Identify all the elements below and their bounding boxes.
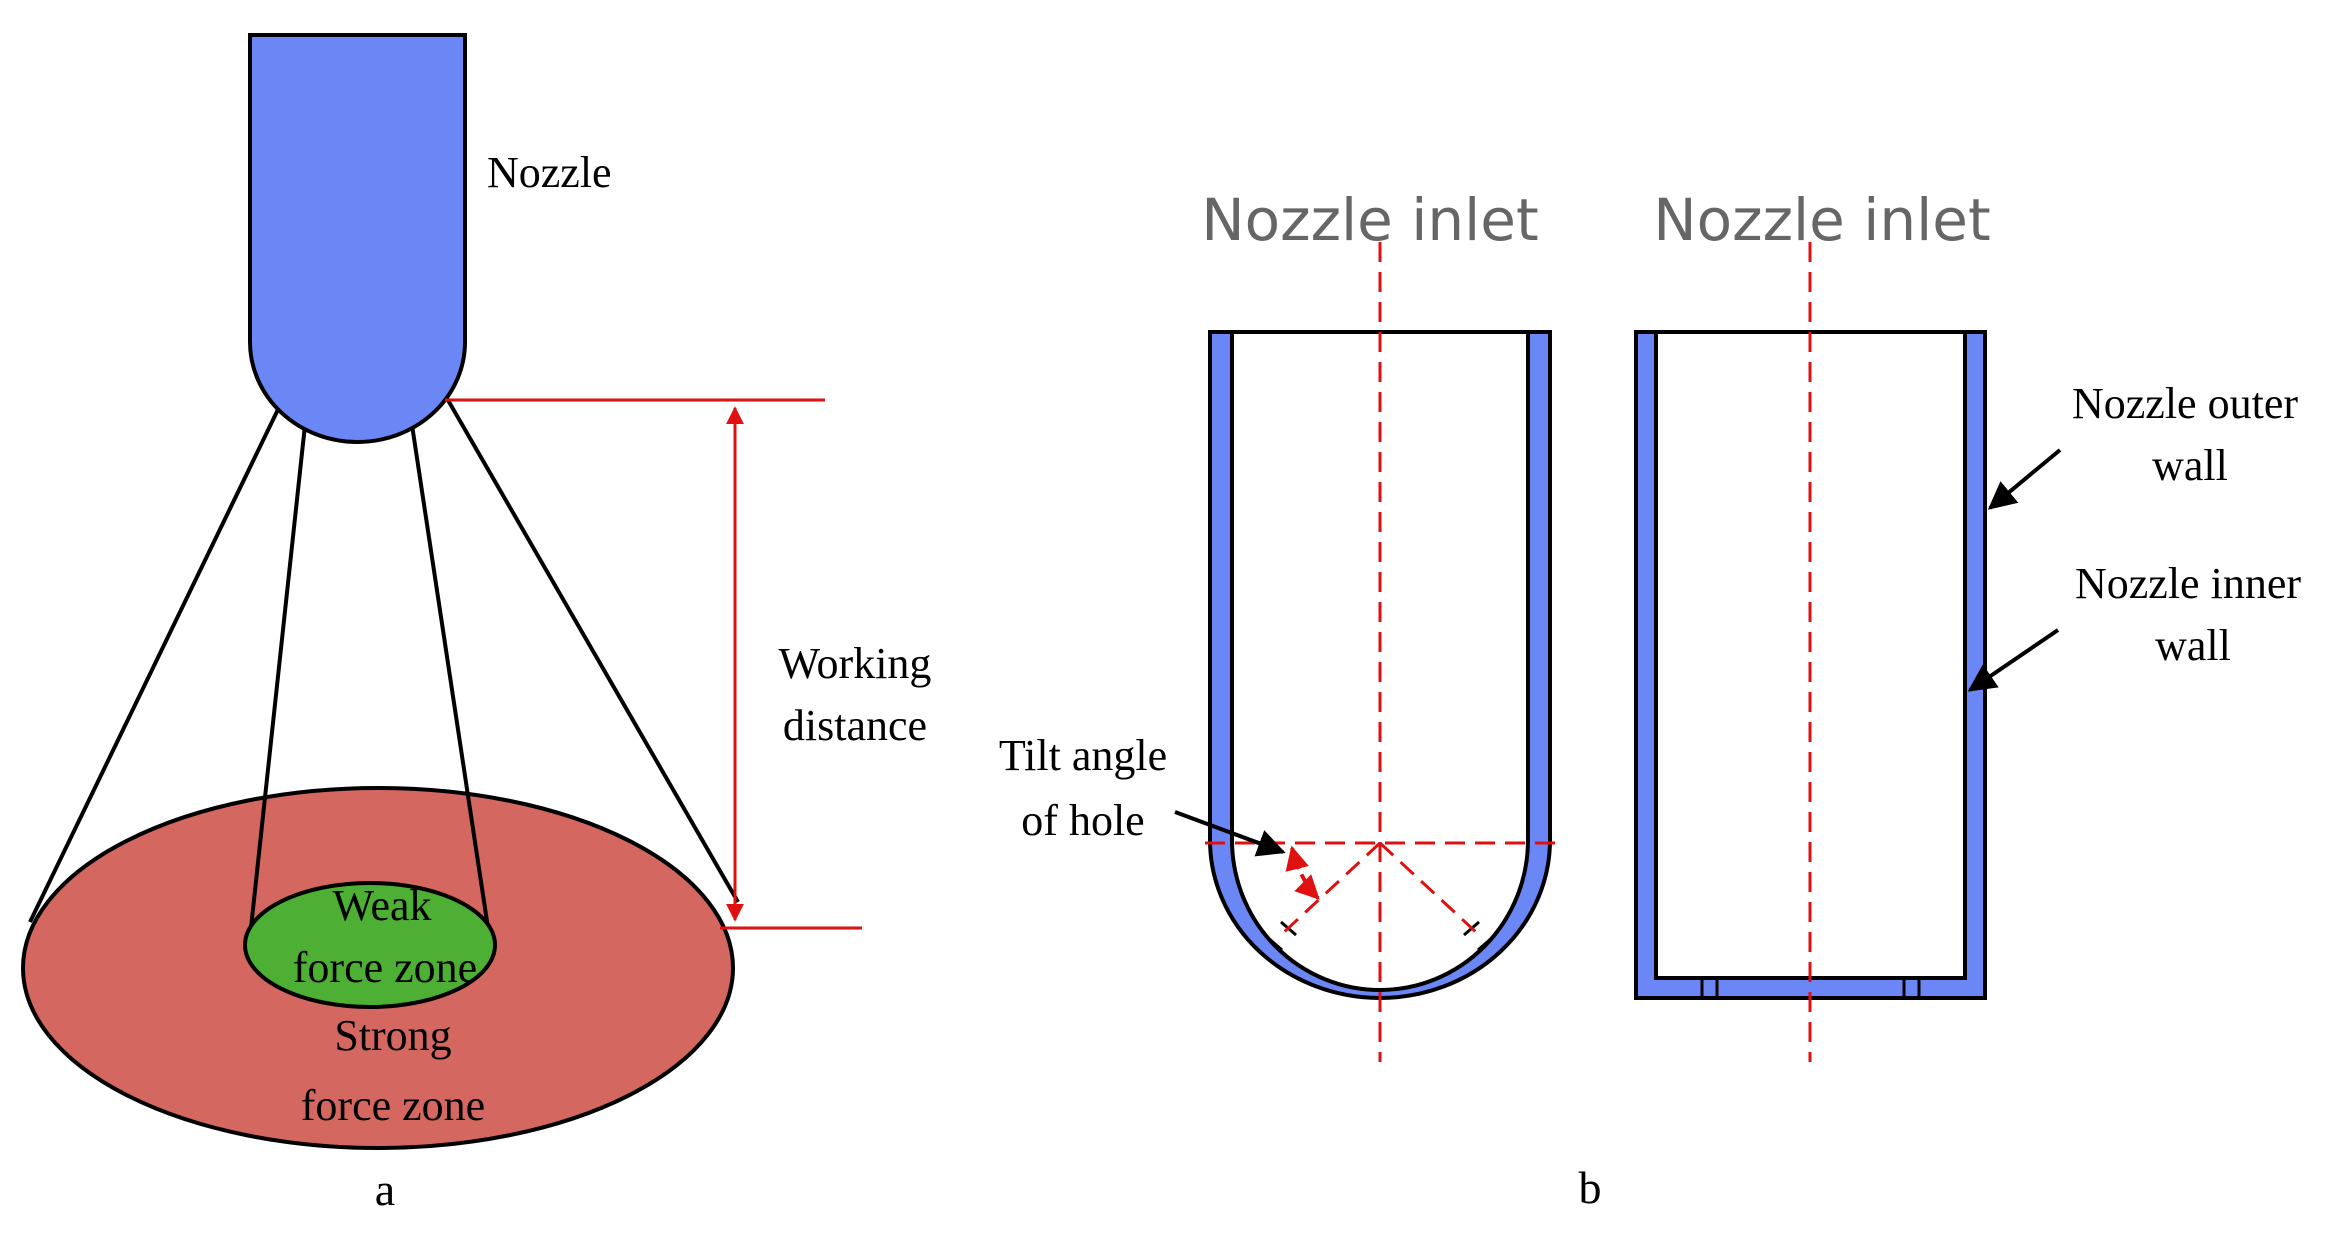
- nozzle-body: [248, 33, 467, 444]
- panel-b-right-nozzle: Nozzle inlet Nozzle outer wall Nozzle in…: [1634, 186, 2301, 1062]
- weak-force-zone: [243, 881, 497, 1009]
- tilt-angle-leader-arrow: [1174, 810, 1286, 857]
- strong-zone-label-line1: Strong: [334, 1011, 451, 1060]
- outer-wall-label-line2: wall: [2152, 441, 2228, 490]
- spray-inner-left-line: [248, 424, 307, 938]
- outer-wall-leader-arrow: [1987, 448, 2062, 510]
- spray-outer-left-line: [28, 394, 287, 923]
- tilt-angle-label-line2: of hole: [1021, 796, 1144, 845]
- spray-outer-right-line: [443, 393, 740, 904]
- weak-zone-label-line2: force zone: [293, 943, 477, 992]
- weak-zone-label-line1: Weak: [332, 881, 431, 930]
- inner-wall-label-line2: wall: [2155, 621, 2231, 670]
- tilt-angle-label-line1: Tilt angle: [999, 731, 1167, 780]
- right-nozzle-inlet-label: Nozzle inlet: [1653, 186, 1990, 254]
- left-nozzle-hole-axis-left: [1281, 841, 1382, 935]
- tilt-angle-arc: [1285, 845, 1320, 900]
- left-nozzle-wall: [1208, 330, 1552, 1000]
- panel-a: Nozzle Working distance Weak force zone …: [21, 33, 932, 1215]
- panel-b-left-nozzle: Nozzle inlet Tilt angle of hole b: [999, 186, 1602, 1213]
- left-nozzle-hole-axis-right: [1378, 841, 1479, 935]
- strong-zone-label-line2: force zone: [301, 1081, 485, 1130]
- working-distance-label-line1: Working: [779, 639, 932, 688]
- right-nozzle-hole-left: [1700, 978, 1719, 998]
- spray-inner-right-line: [410, 424, 490, 929]
- inner-wall-label-line1: Nozzle inner: [2075, 559, 2301, 608]
- panel-a-caption: a: [375, 1164, 395, 1215]
- right-nozzle-hole-right: [1902, 978, 1921, 998]
- nozzle-label: Nozzle: [487, 148, 612, 197]
- panel-b-caption: b: [1579, 1162, 1602, 1213]
- left-nozzle-inlet-label: Nozzle inlet: [1201, 186, 1538, 254]
- working-distance-label-line2: distance: [783, 701, 927, 750]
- inner-wall-leader-arrow: [1967, 628, 2060, 692]
- outer-wall-label-line1: Nozzle outer: [2072, 379, 2298, 428]
